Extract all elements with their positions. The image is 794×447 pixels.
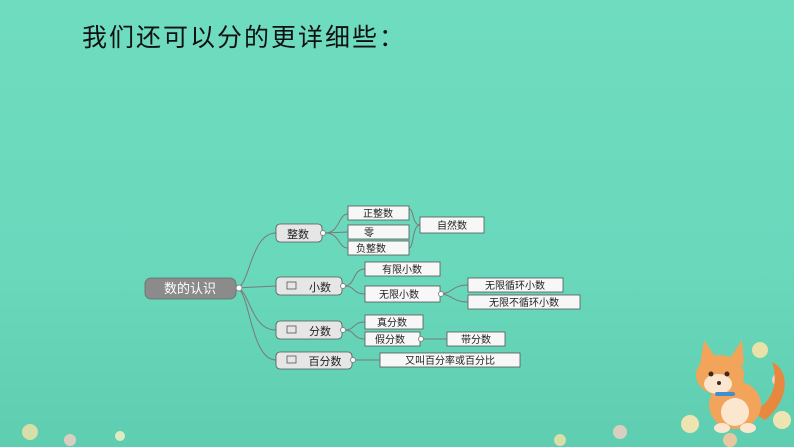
folder-icon bbox=[286, 281, 297, 290]
svg-text:小数: 小数 bbox=[309, 281, 331, 294]
collapse-toggle-icon[interactable] bbox=[320, 230, 326, 236]
svg-text:分数: 分数 bbox=[309, 325, 331, 338]
collapse-toggle-icon[interactable] bbox=[340, 283, 346, 289]
svg-text:假分数: 假分数 bbox=[375, 333, 405, 346]
svg-text:负整数: 负整数 bbox=[356, 242, 386, 255]
svg-text:正整数: 正整数 bbox=[363, 207, 393, 220]
svg-text:真分数: 真分数 bbox=[377, 316, 407, 329]
branch-fraction[interactable]: 分数 bbox=[275, 320, 343, 340]
flower-border bbox=[22, 342, 791, 447]
svg-text:无限循环小数: 无限循环小数 bbox=[485, 279, 545, 292]
node-finite-decimal: 有限小数 bbox=[364, 261, 441, 277]
svg-text:整数: 整数 bbox=[287, 227, 309, 241]
node-mixed-number: 带分数 bbox=[446, 331, 506, 347]
branch-percent[interactable]: 百分数 bbox=[275, 351, 353, 370]
root-node: 数的认识 bbox=[144, 277, 237, 300]
svg-text:带分数: 带分数 bbox=[461, 333, 491, 346]
svg-text:又叫百分率或百分比: 又叫百分率或百分比 bbox=[405, 354, 495, 367]
node-positive-integer: 正整数 bbox=[347, 205, 410, 221]
collapse-toggle-icon[interactable] bbox=[438, 291, 444, 297]
node-natural-numbers: 自然数 bbox=[419, 216, 485, 234]
node-nonrepeating-decimal: 无限不循环小数 bbox=[467, 294, 581, 310]
svg-text:无限不循环小数: 无限不循环小数 bbox=[489, 296, 559, 309]
node-improper-fraction: 假分数 bbox=[364, 331, 421, 347]
folder-icon bbox=[286, 355, 297, 364]
slide-heading: 我们还可以分的更详细些： bbox=[82, 23, 407, 52]
branch-integer[interactable]: 整数 bbox=[275, 223, 323, 243]
root-label: 数的认识 bbox=[164, 281, 216, 297]
node-zero: 零 bbox=[347, 224, 410, 240]
folder-icon bbox=[286, 325, 297, 334]
collapse-toggle-icon[interactable] bbox=[340, 327, 346, 333]
svg-text:无限小数: 无限小数 bbox=[379, 288, 419, 301]
svg-text:自然数: 自然数 bbox=[437, 219, 467, 232]
node-percent-note: 又叫百分率或百分比 bbox=[379, 352, 521, 368]
branch-decimal[interactable]: 小数 bbox=[275, 276, 343, 296]
collapse-toggle-icon[interactable] bbox=[350, 357, 356, 363]
fox-illustration bbox=[696, 340, 785, 433]
svg-text:百分数: 百分数 bbox=[309, 355, 342, 368]
node-infinite-decimal: 无限小数 bbox=[364, 285, 441, 303]
collapse-toggle-icon[interactable] bbox=[235, 284, 243, 292]
svg-text:有限小数: 有限小数 bbox=[382, 263, 422, 276]
node-repeating-decimal: 无限循环小数 bbox=[467, 277, 564, 293]
svg-text:零: 零 bbox=[364, 227, 374, 239]
node-proper-fraction: 真分数 bbox=[364, 314, 424, 330]
node-negative-integer: 负整数 bbox=[347, 240, 410, 256]
collapse-toggle-icon[interactable] bbox=[418, 336, 424, 342]
